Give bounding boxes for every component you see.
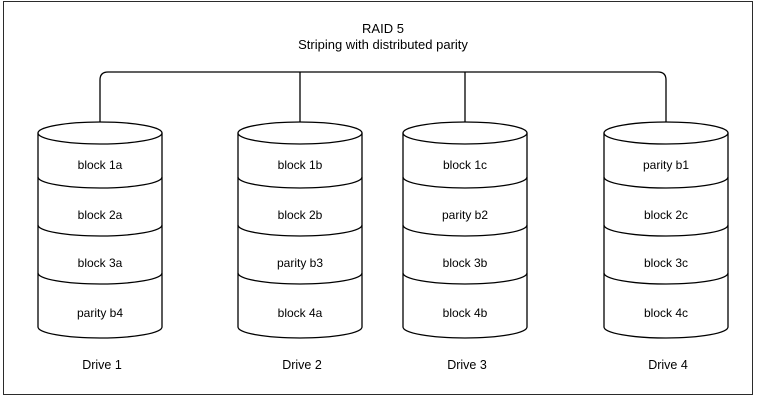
platter-divider — [402, 176, 528, 189]
block-label: block 3a — [78, 256, 123, 270]
drive-3: block 1c parity b2 block 3b block 4b Dri… — [402, 121, 528, 372]
block-label: block 2c — [644, 208, 688, 222]
drive-cylinder-top — [402, 121, 528, 145]
drive-2: block 1b block 2b parity b3 block 4a Dri… — [237, 121, 363, 372]
block-label: block 4a — [278, 306, 323, 320]
block-label: block 2b — [278, 208, 323, 222]
drive-cylinder-top — [237, 121, 363, 145]
platter-divider — [603, 176, 729, 189]
platter-divider — [402, 224, 528, 237]
block-label: block 3b — [443, 256, 488, 270]
block-label: parity b1 — [643, 158, 689, 172]
platter-divider — [237, 224, 363, 237]
drive-name-label: Drive 1 — [82, 358, 122, 372]
block-label: block 2a — [78, 208, 123, 222]
drive-4: parity b1 block 2c block 3c block 4c Dri… — [603, 121, 729, 372]
platter-divider — [237, 272, 363, 285]
platter-divider — [37, 176, 163, 189]
drive-cylinder-top — [603, 121, 729, 145]
block-label: block 3c — [644, 256, 688, 270]
platter-divider — [37, 272, 163, 285]
platter-divider — [603, 272, 729, 285]
diagram-subtitle: Striping with distributed parity — [298, 37, 468, 52]
platter-divider — [402, 272, 528, 285]
block-label: block 4b — [443, 306, 488, 320]
block-label: parity b3 — [277, 256, 323, 270]
block-label: block 4c — [644, 306, 688, 320]
block-label: parity b2 — [442, 208, 488, 222]
platter-divider — [237, 176, 363, 189]
diagram-title: RAID 5 — [362, 21, 404, 36]
bus-connector-line — [99, 71, 667, 122]
drive-1: block 1a block 2a block 3a parity b4 Dri… — [37, 121, 163, 372]
drive-name-label: Drive 3 — [447, 358, 487, 372]
block-label: block 1b — [278, 158, 323, 172]
platter-divider — [37, 224, 163, 237]
block-label: block 1a — [78, 158, 123, 172]
drive-name-label: Drive 2 — [282, 358, 322, 372]
platter-divider — [603, 224, 729, 237]
drive-cylinder-top — [37, 121, 163, 145]
block-label: parity b4 — [77, 306, 123, 320]
drive-name-label: Drive 4 — [648, 358, 688, 372]
block-label: block 1c — [443, 158, 487, 172]
